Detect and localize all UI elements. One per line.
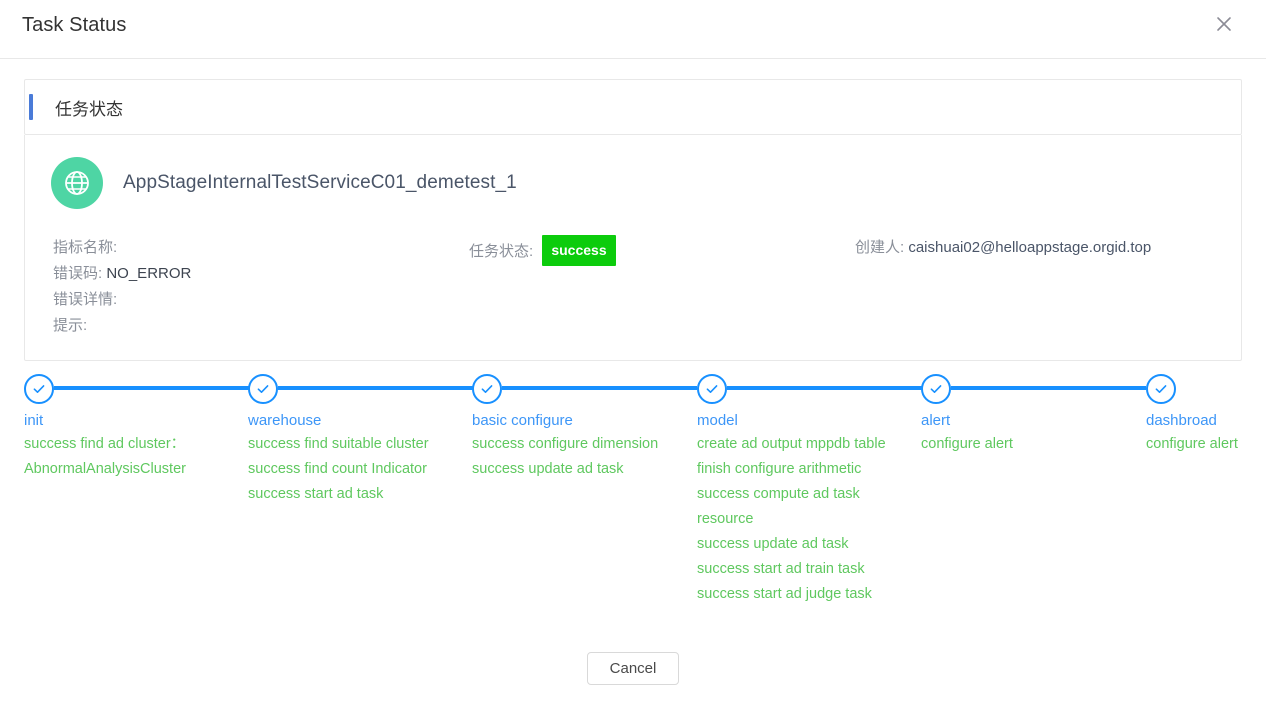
task-status-row: 任务状态: success: [469, 235, 616, 266]
step-warehouse[interactable]: warehouse success find suitable cluster …: [248, 374, 473, 507]
step-message: success start ad task: [248, 486, 384, 502]
step-title: init: [24, 412, 44, 429]
step-check-icon: [921, 374, 951, 404]
step-connector-line: [54, 386, 249, 390]
step-message: success configure dimension: [472, 436, 659, 452]
step-model[interactable]: model create ad output mppdb table finis…: [697, 374, 922, 607]
task-steps: init success find ad cluster： AbnormalAn…: [24, 374, 1242, 609]
modal-header: Task Status: [0, 0, 1266, 59]
creator-row: 创建人: caishuai02@helloappstage.orgid.top: [855, 235, 1151, 261]
page-title: Task Status: [22, 14, 127, 36]
step-check-icon: [472, 374, 502, 404]
detail-column-left: 指标名称: 错误码: NO_ERROR 错误详情: 提示:: [53, 235, 191, 339]
step-connector-line: [951, 386, 1146, 390]
metric-name-row: 指标名称:: [53, 235, 191, 261]
step-message: configure alert: [1146, 436, 1238, 452]
step-message: success update ad task: [472, 461, 624, 477]
cancel-button[interactable]: Cancel: [586, 652, 680, 685]
tip-label: 提示:: [53, 317, 88, 334]
modal-footer: Cancel: [0, 652, 1266, 685]
status-badge: success: [542, 235, 616, 266]
step-message: success compute ad task resource: [697, 486, 860, 527]
step-title: dashbroad: [1146, 412, 1217, 429]
service-row: AppStageInternalTestServiceC01_demetest_…: [51, 157, 1215, 209]
step-check-icon: [697, 374, 727, 404]
step-dashbroad[interactable]: dashbroad configure alert: [1146, 374, 1266, 457]
step-connector-line: [502, 386, 697, 390]
step-message: configure alert: [921, 436, 1013, 452]
error-detail-label: 错误详情:: [53, 291, 118, 308]
creator-label: 创建人:: [855, 239, 905, 256]
creator-value: caishuai02@helloappstage.orgid.top: [908, 239, 1152, 256]
step-init[interactable]: init success find ad cluster： AbnormalAn…: [24, 374, 249, 482]
task-status-card-body: AppStageInternalTestServiceC01_demetest_…: [24, 135, 1242, 361]
step-icon-row: [24, 374, 249, 408]
step-message: success find suitable cluster: [248, 436, 429, 452]
service-name: AppStageInternalTestServiceC01_demetest_…: [123, 172, 517, 193]
step-connector-line: [727, 386, 922, 390]
step-message: success find ad cluster： AbnormalAnalysi…: [24, 436, 186, 477]
task-status-label: 任务状态:: [469, 243, 534, 260]
step-basic-configure[interactable]: basic configure success configure dimens…: [472, 374, 697, 482]
step-title: basic configure: [472, 412, 573, 429]
step-icon-row: [248, 374, 473, 408]
step-message: success start ad train task: [697, 561, 865, 577]
step-check-icon: [248, 374, 278, 404]
globe-icon: [51, 157, 103, 209]
task-status-card-header: 任务状态: [24, 79, 1242, 135]
step-connector-line: [278, 386, 473, 390]
step-message: success start ad judge task: [697, 586, 872, 602]
card-header-title: 任务状态: [55, 99, 123, 119]
step-icon-row: [921, 374, 1146, 408]
error-code-label: 错误码:: [53, 265, 103, 282]
step-message: success update ad task: [697, 536, 849, 552]
step-title: warehouse: [248, 412, 322, 429]
modal-body: 任务状态 AppStageInternalTestServiceC01_deme…: [0, 59, 1266, 609]
step-message: create ad output mppdb table: [697, 436, 886, 452]
step-icon-row: [472, 374, 697, 408]
step-check-icon: [1146, 374, 1176, 404]
metric-name-label: 指标名称:: [53, 239, 118, 256]
error-detail-row: 错误详情:: [53, 287, 191, 313]
error-code-value: NO_ERROR: [106, 265, 192, 282]
detail-column-right: 创建人: caishuai02@helloappstage.orgid.top: [855, 235, 1151, 261]
error-code-row: 错误码: NO_ERROR: [53, 261, 191, 287]
step-alert[interactable]: alert configure alert: [921, 374, 1146, 457]
step-icon-row: [1146, 374, 1266, 408]
step-message: finish configure arithmetic: [697, 461, 862, 477]
step-message: success find count Indicator: [248, 461, 427, 477]
step-icon-row: [697, 374, 922, 408]
detail-column-middle: 任务状态: success: [469, 235, 616, 266]
step-check-icon: [24, 374, 54, 404]
tip-row: 提示:: [53, 313, 191, 339]
step-title: model: [697, 412, 738, 429]
accent-bar: [29, 94, 33, 120]
close-icon[interactable]: [1212, 12, 1236, 36]
step-title: alert: [921, 412, 951, 429]
